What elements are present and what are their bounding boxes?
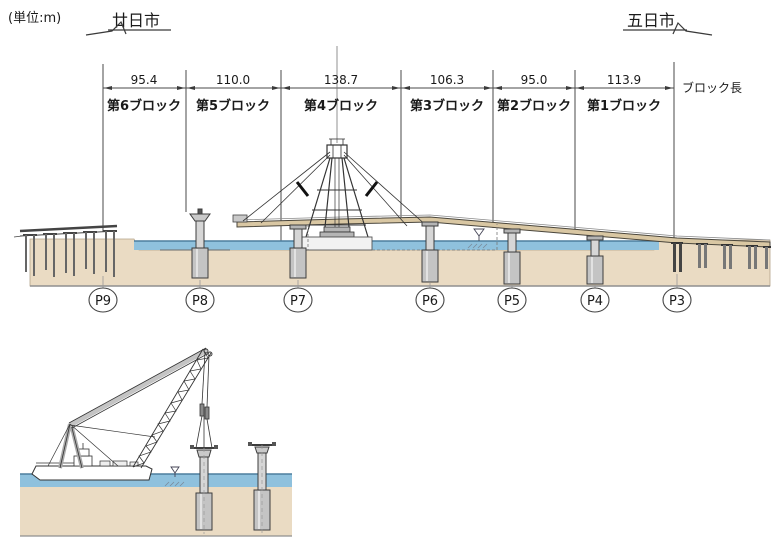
block-length-2: 95.0 — [521, 73, 548, 87]
block-length-axis-label: ブロック長 — [682, 80, 742, 95]
pier-label-p5: P5 — [504, 294, 520, 309]
hoist-cables — [195, 351, 213, 449]
block-length-5: 110.0 — [216, 73, 250, 87]
pier-label-p9: P9 — [95, 294, 111, 309]
pier-labels: P9 P8 P7 P6 P5 P4 P3 — [88, 274, 692, 313]
pier-label-p8: P8 — [192, 294, 208, 309]
elevation-drawing: P9 P8 P7 P6 P5 P4 P3 — [13, 138, 771, 313]
erection-tower — [242, 138, 498, 251]
block-length-4: 138.7 — [324, 73, 358, 87]
floating-crane — [31, 347, 213, 481]
pier-label-p3: P3 — [669, 294, 685, 309]
water-elevation — [134, 240, 659, 251]
block-lengths: 95.4 110.0 138.7 106.3 95.0 113.9 ブロック長 — [131, 73, 742, 95]
unit-label: (単位:m) — [8, 10, 61, 26]
block-length-3: 106.3 — [430, 73, 464, 87]
pier-label-p7: P7 — [290, 294, 306, 309]
water-level-symbol — [467, 228, 488, 249]
block-name-4: 第4ブロック — [304, 98, 378, 114]
dimension-arrows — [104, 86, 673, 90]
pier-completed — [248, 442, 276, 533]
ground-section — [20, 487, 292, 536]
direction-left: 廿日市 — [85, 11, 171, 36]
pier-label-p4: P4 — [587, 294, 603, 309]
pier-p7-structure — [289, 224, 307, 279]
right-trestle — [671, 242, 771, 272]
block-length-6: 95.4 — [131, 73, 158, 87]
left-trestle — [13, 224, 118, 277]
left-place-label: 廿日市 — [112, 11, 160, 30]
direction-right: 五日市 — [623, 11, 713, 36]
pier-p8-structure — [189, 208, 211, 279]
block-name-3: 第3ブロック — [410, 98, 484, 114]
block-names: 第6ブロック 第5ブロック 第4ブロック 第3ブロック 第2ブロック 第1ブロッ… — [107, 98, 661, 114]
block-name-2: 第2ブロック — [497, 98, 571, 114]
block-name-1: 第1ブロック — [587, 98, 661, 114]
water-level-symbol-lower — [164, 466, 185, 487]
pier-p4-structure — [586, 235, 604, 285]
crane-boom — [132, 348, 213, 469]
barge-hull — [31, 465, 153, 481]
pier-label-p6: P6 — [422, 294, 438, 309]
block-name-5: 第5ブロック — [196, 98, 270, 114]
pier-p6-structure — [421, 221, 439, 283]
right-direction-arrow-icon — [672, 21, 713, 36]
pier-being-installed — [190, 445, 218, 534]
left-direction-arrow-icon — [85, 20, 127, 36]
right-place-label: 五日市 — [627, 11, 675, 30]
block-length-1: 113.9 — [607, 73, 641, 87]
crane-barge-drawing — [20, 347, 292, 537]
pier-p5-structure — [503, 228, 521, 285]
block-name-6: 第6ブロック — [107, 98, 181, 114]
